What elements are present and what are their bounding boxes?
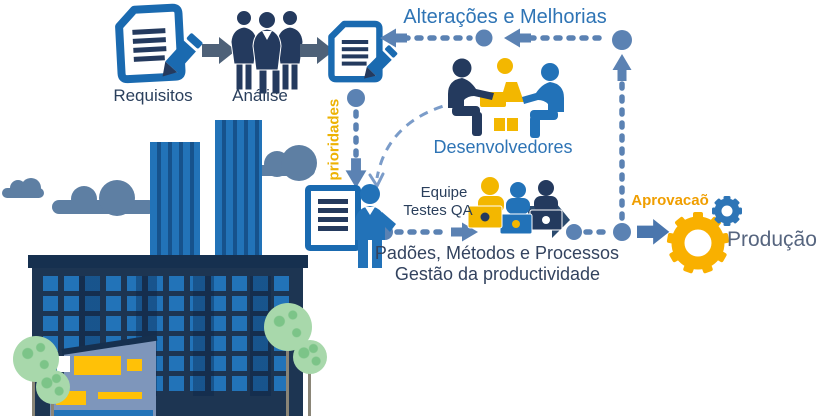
analise-label: Análise xyxy=(232,86,288,105)
team-icon xyxy=(230,10,304,95)
cloud-icon xyxy=(253,145,317,181)
house-window-strip xyxy=(98,392,142,399)
processos-label-line2: Gestão da productividade xyxy=(394,264,601,284)
requisitos-label: Requisitos xyxy=(113,86,193,105)
developers-meeting-icon xyxy=(448,58,564,138)
diagram-title: Alterações e Melhorias xyxy=(403,6,607,28)
desenvolvedores-label: Desenvolvedores xyxy=(433,137,573,157)
gears-icon xyxy=(666,196,742,274)
house-door-white xyxy=(57,356,70,372)
factory-roof xyxy=(28,255,308,268)
aprovacao-label: Aprovacaõ xyxy=(631,192,709,209)
cloud-icon xyxy=(2,178,44,198)
document-pen-icon xyxy=(118,6,205,84)
feedback-connector xyxy=(380,28,632,50)
document-person-icon xyxy=(305,184,396,268)
approval-connector xyxy=(612,54,632,241)
factory-chimney xyxy=(150,142,200,258)
factory-chimney xyxy=(215,120,262,258)
house-window xyxy=(74,356,121,375)
developers-to-qa-connector xyxy=(368,100,459,190)
equipe-label-line2: Testes QA xyxy=(403,202,473,219)
cloud-icon xyxy=(52,180,156,216)
sidewalk xyxy=(53,410,153,416)
prioridades-label: prioridades xyxy=(325,98,343,181)
document-pen-icon xyxy=(331,24,398,83)
house-window xyxy=(127,359,142,371)
priorities-connector xyxy=(345,89,367,188)
processos-label-line1: Padões, Métodos e Processos xyxy=(374,243,620,263)
equipe-label-line1: Equipe xyxy=(420,184,468,201)
qa-team-laptops-icon xyxy=(467,177,570,238)
producao-label: Produção xyxy=(727,228,817,251)
production-arrow-icon xyxy=(637,219,670,245)
